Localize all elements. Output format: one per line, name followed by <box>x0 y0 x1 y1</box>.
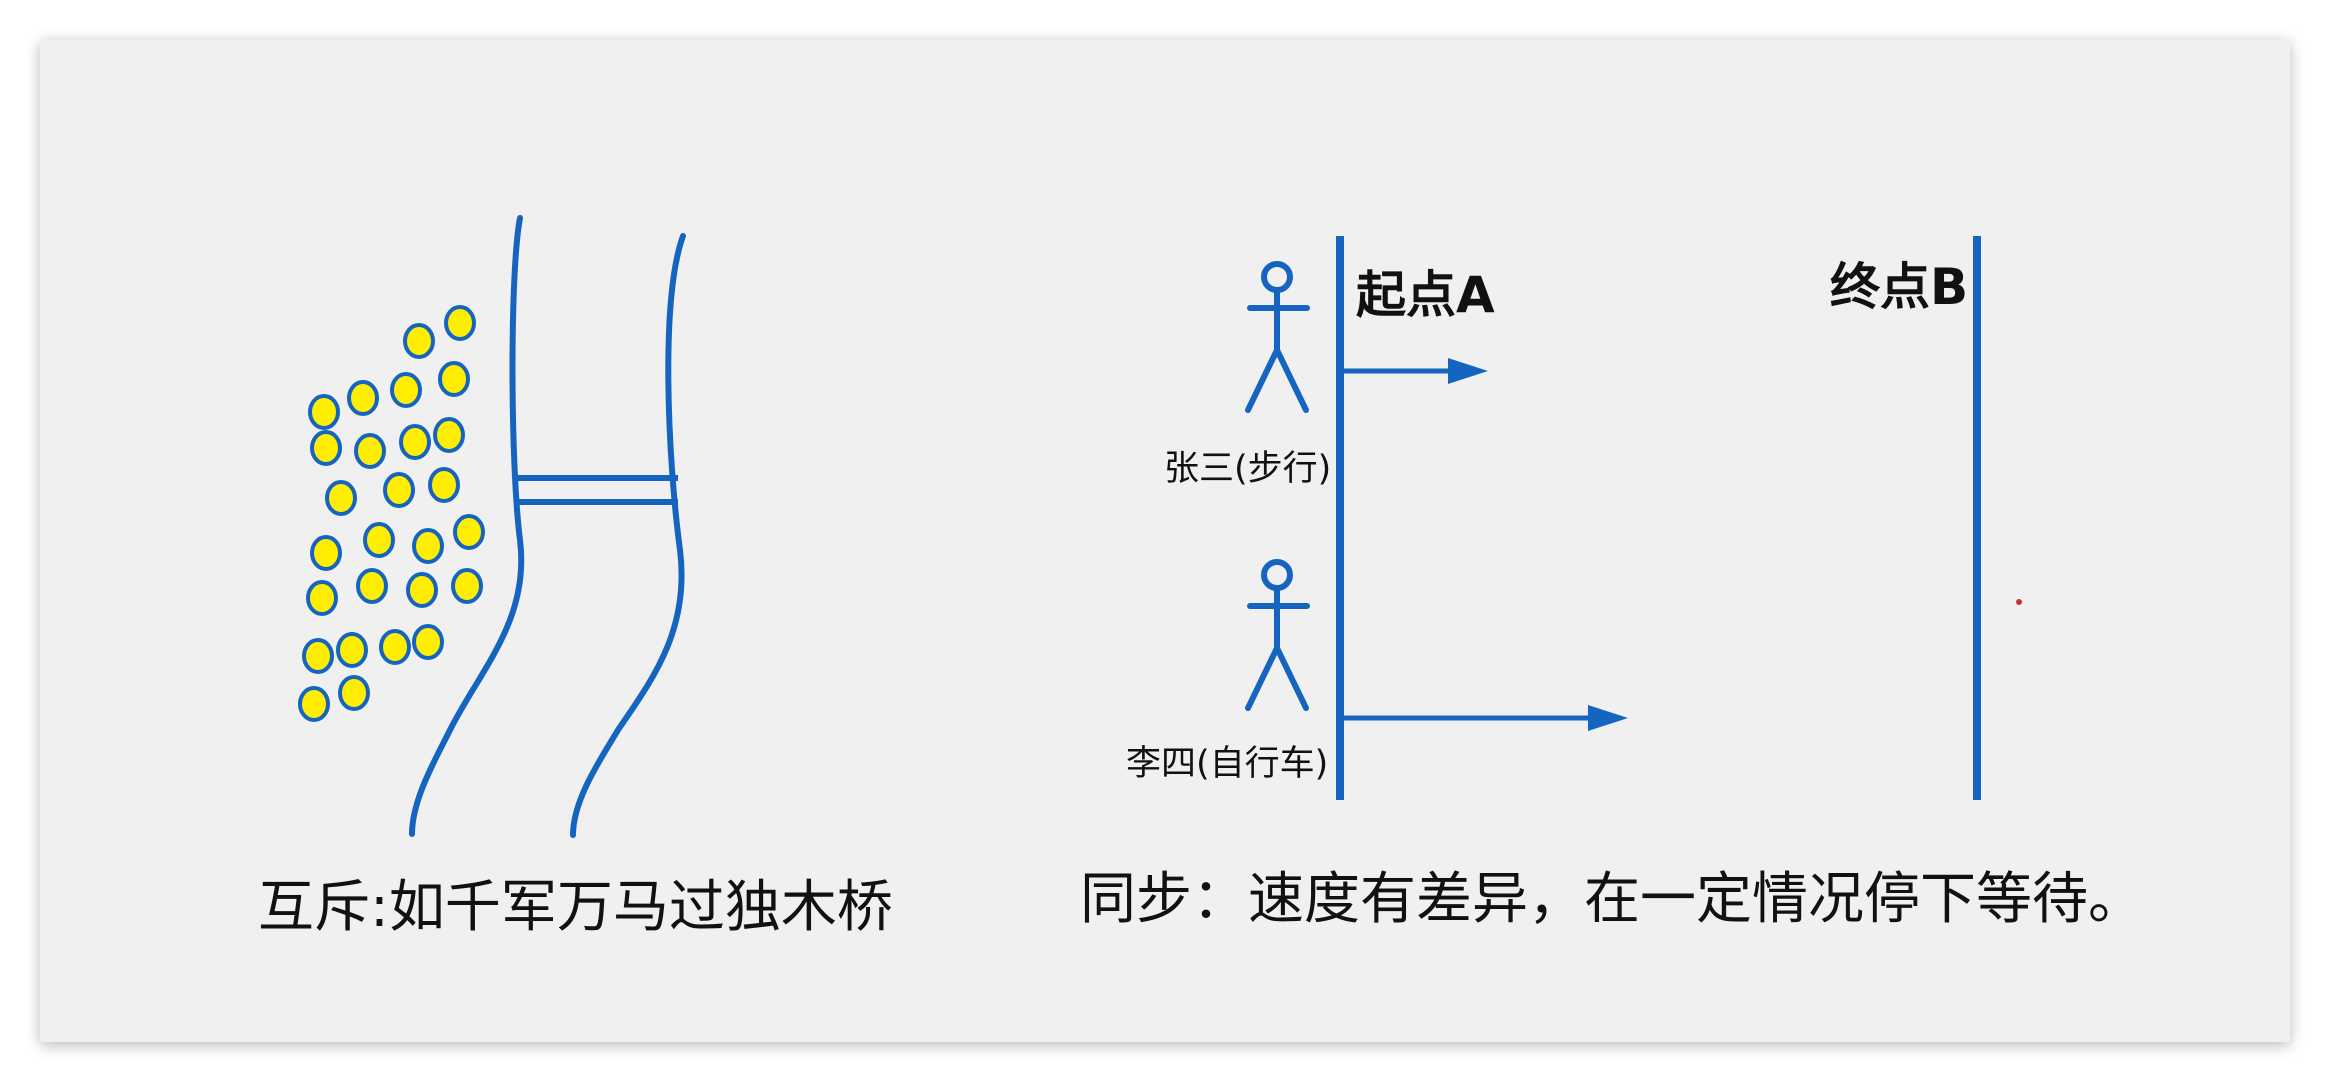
crowd-dot <box>438 361 470 397</box>
crowd-dot <box>298 686 330 722</box>
crowd-dot <box>356 568 388 604</box>
crowd-dot <box>444 305 476 341</box>
crowd-dot <box>354 433 386 469</box>
bridge <box>517 475 678 505</box>
crowd-dot <box>347 380 379 416</box>
crowd-dot <box>412 528 444 564</box>
cyclist-arrow <box>1343 705 1628 731</box>
slide: 起点A 终点B 张三(步行) 李四(自行车) 互斥:如千军万马过独木桥 同步：速… <box>40 40 2290 1042</box>
mutex-caption: 互斥:如千军万马过独木桥 <box>258 875 893 940</box>
crowd-dot <box>428 467 460 503</box>
walker-arrow <box>1343 358 1488 384</box>
river-left-bank <box>409 215 525 837</box>
crowd-dot <box>308 394 340 430</box>
crowd-dot <box>306 580 338 616</box>
crowd-dot <box>310 430 342 466</box>
crowd-dots <box>298 305 485 722</box>
crowd-dot <box>453 514 485 550</box>
crowd-dot <box>383 472 415 508</box>
end-label: 终点B <box>1830 258 1969 316</box>
crowd-dot <box>379 629 411 665</box>
crowd-dot <box>338 675 370 711</box>
crowd-dot <box>302 638 334 674</box>
marker-dot <box>2016 599 2022 605</box>
crowd-dot <box>433 417 465 453</box>
crowd-dot <box>310 535 342 571</box>
cyclist-label: 李四(自行车) <box>1126 744 1329 784</box>
start-label: 起点A <box>1356 266 1495 324</box>
crowd-dot <box>390 372 422 408</box>
crowd-dot <box>363 522 395 558</box>
cyclist-figure <box>1245 559 1310 711</box>
crowd-dot <box>412 624 444 660</box>
crowd-dot <box>399 424 431 460</box>
diagram-art <box>298 215 2022 838</box>
sync-caption: 同步：速度有差异，在一定情况停下等待。 <box>1080 867 2144 932</box>
crowd-dot <box>451 568 483 604</box>
crowd-dot <box>403 323 435 359</box>
walker-figure <box>1245 261 1310 413</box>
walker-label: 张三(步行) <box>1164 449 1332 489</box>
river-right-bank <box>570 233 686 838</box>
crowd-dot <box>325 480 357 516</box>
crowd-dot <box>336 632 368 668</box>
crowd-dot <box>406 572 438 608</box>
